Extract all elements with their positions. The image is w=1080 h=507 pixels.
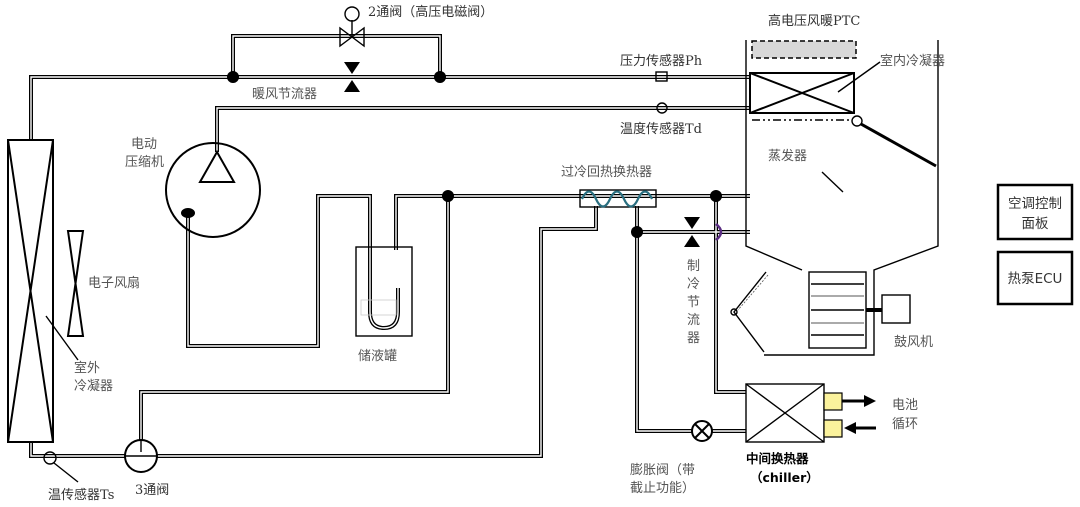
cooling-throttle: 制 冷 节 流 器 (684, 217, 700, 346)
pressure-sensor-ph: 压力传感器Ph (620, 53, 703, 82)
chiller-label-2: （chiller） (750, 470, 819, 485)
indoor-condenser (749, 72, 855, 114)
cooling-throttle-char-5: 器 (687, 331, 700, 346)
expansion-valve: 膨胀阀（带 截止功能） (630, 420, 713, 496)
ac-control-panel[interactable]: 空调控制 面板 (996, 183, 1074, 241)
cooling-throttle-char-1: 制 (687, 259, 700, 274)
three-way-valve: 3通阀 (124, 439, 169, 498)
heat-pump-ecu[interactable]: 热泵ECU (996, 250, 1074, 306)
hx-wave (581, 190, 653, 208)
heating-throttle-label: 暖风节流器 (252, 87, 317, 102)
junction-dots (227, 71, 722, 238)
blower-label: 鼓风机 (894, 335, 933, 350)
arrow-left-icon (844, 422, 856, 434)
outdoor-condenser-label-2: 冷凝器 (74, 378, 113, 394)
cooling-throttle-char-4: 流 (687, 313, 700, 328)
compressor-label-1: 电动 (131, 137, 157, 152)
battery-loop-label-2: 循环 (892, 417, 918, 432)
battery-inlet-port (823, 419, 843, 438)
chiller: 电池 循环 中间换热器 （chiller） (745, 383, 918, 485)
outdoor-condenser-label-1: 室外 (74, 360, 100, 376)
cooling-throttle-char-3: 节 (687, 295, 700, 310)
temp-sensor-td: 温度传感器Td (620, 102, 702, 137)
pressure-sensor-label: 压力传感器Ph (620, 53, 703, 69)
expansion-valve-label-2: 截止功能） (630, 481, 695, 496)
battery-loop-label-1: 电池 (892, 398, 918, 413)
subcool-hx-label: 过冷回热换热器 (561, 165, 652, 180)
temp-sensor-ts-label: 温传感器Ts (48, 487, 114, 503)
fan-label: 电子风扇 (88, 275, 140, 291)
accumulator: 储液罐 (355, 246, 413, 364)
ptc-label: 高电压风暖PTC (768, 13, 860, 29)
compressor-label-2: 压缩机 (125, 154, 164, 170)
hvac-cabin-duct: 高电压风暖PTC 室内冷凝器 蒸发器 鼓风机 (730, 13, 945, 356)
outdoor-condenser: 室外 冷凝器 (7, 139, 113, 443)
ptc-heater (751, 40, 857, 59)
refrigerant-pipes (29, 34, 750, 458)
three-way-valve-label: 3通阀 (135, 483, 169, 498)
ecu-label: 热泵ECU (1008, 271, 1063, 287)
arrow-right-icon (864, 395, 876, 407)
expansion-valve-label-1: 膨胀阀（带 (630, 463, 695, 478)
temp-sensor-ts: 温传感器Ts (43, 451, 114, 503)
temp-sensor-td-label: 温度传感器Td (620, 121, 702, 137)
cooling-throttle-char-2: 冷 (687, 277, 700, 292)
two-way-valve-label: 2通阀（高压电磁阀） (368, 4, 493, 20)
ac-panel-label-1: 空调控制 (1008, 196, 1062, 212)
indoor-condenser-label: 室内冷凝器 (880, 53, 945, 69)
subcool-heat-exchanger: 过冷回热换热器 (561, 165, 657, 208)
two-way-solenoid-valve: 2通阀（高压电磁阀） (339, 4, 493, 48)
ac-panel-label-2: 面板 (1022, 216, 1050, 232)
evaporator-label: 蒸发器 (768, 148, 807, 164)
check-valve-icon (715, 223, 723, 241)
heating-throttle: 暖风节流器 (252, 62, 360, 102)
accumulator-label: 储液罐 (358, 349, 397, 364)
battery-outlet-port (823, 392, 843, 411)
chiller-label-1: 中间换热器 (746, 451, 809, 466)
electronic-fan: 电子风扇 (66, 230, 140, 337)
electric-compressor: 电动 压缩机 (125, 137, 261, 238)
blower-motor (881, 294, 911, 324)
